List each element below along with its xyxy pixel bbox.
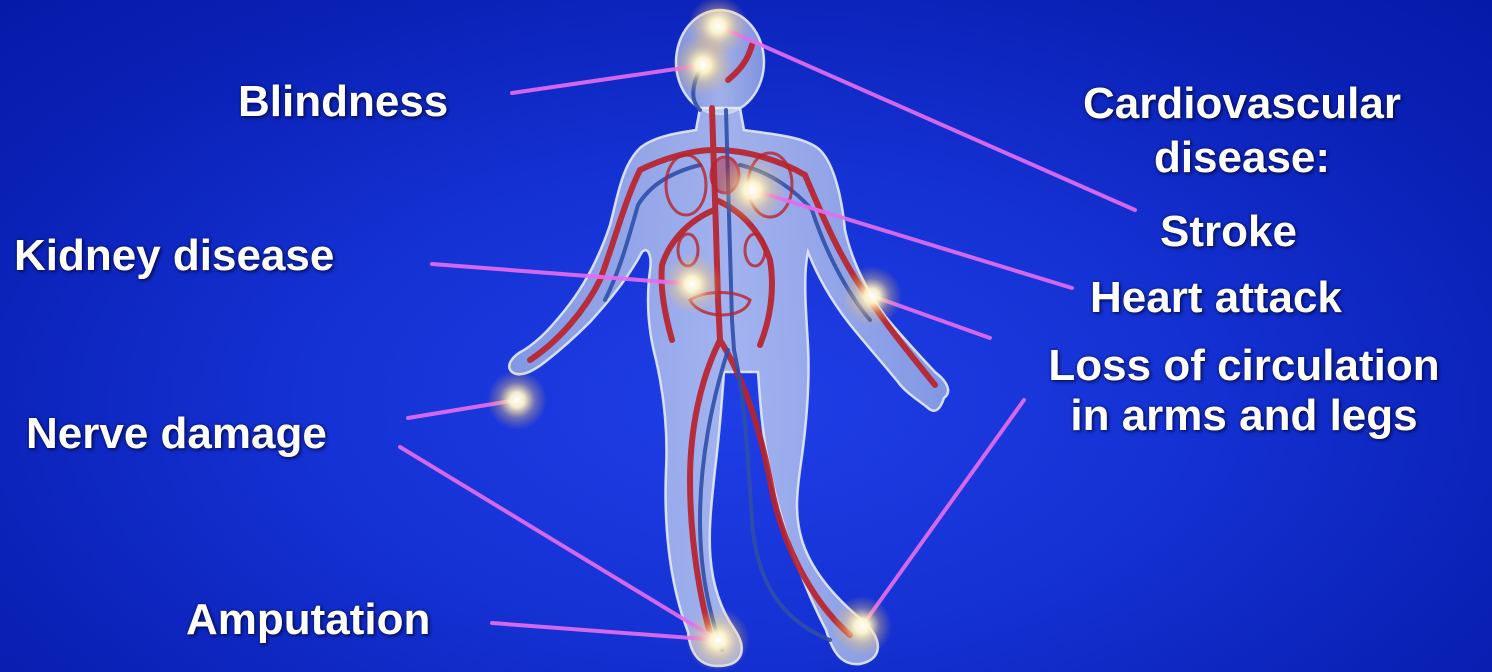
label-nerve-damage: Nerve damage (26, 412, 327, 456)
label-circulation-line1: Loss of circulation (1006, 344, 1482, 388)
glow-heart (718, 156, 786, 224)
body-silhouette (509, 10, 948, 666)
label-blindness: Blindness (238, 80, 448, 124)
glow-kidney (662, 254, 722, 314)
glow-foot-left (686, 608, 750, 672)
connector-amputation (492, 623, 718, 640)
label-cardiovascular: Cardiovascular disease: (1046, 72, 1438, 190)
label-circulation: Loss of circulation in arms and legs (1006, 344, 1482, 438)
label-stroke: Stroke (1160, 210, 1297, 254)
label-circulation-line2: in arms and legs (1006, 394, 1482, 438)
connector-circulation-leg (862, 400, 1024, 626)
label-kidney-disease: Kidney disease (14, 234, 334, 278)
label-heart-attack: Heart attack (1090, 276, 1342, 320)
glow-foot-right (832, 596, 892, 656)
label-amputation: Amputation (186, 598, 430, 642)
glow-eye (673, 35, 733, 95)
glow-arm (842, 266, 902, 326)
glow-hand (487, 370, 547, 430)
